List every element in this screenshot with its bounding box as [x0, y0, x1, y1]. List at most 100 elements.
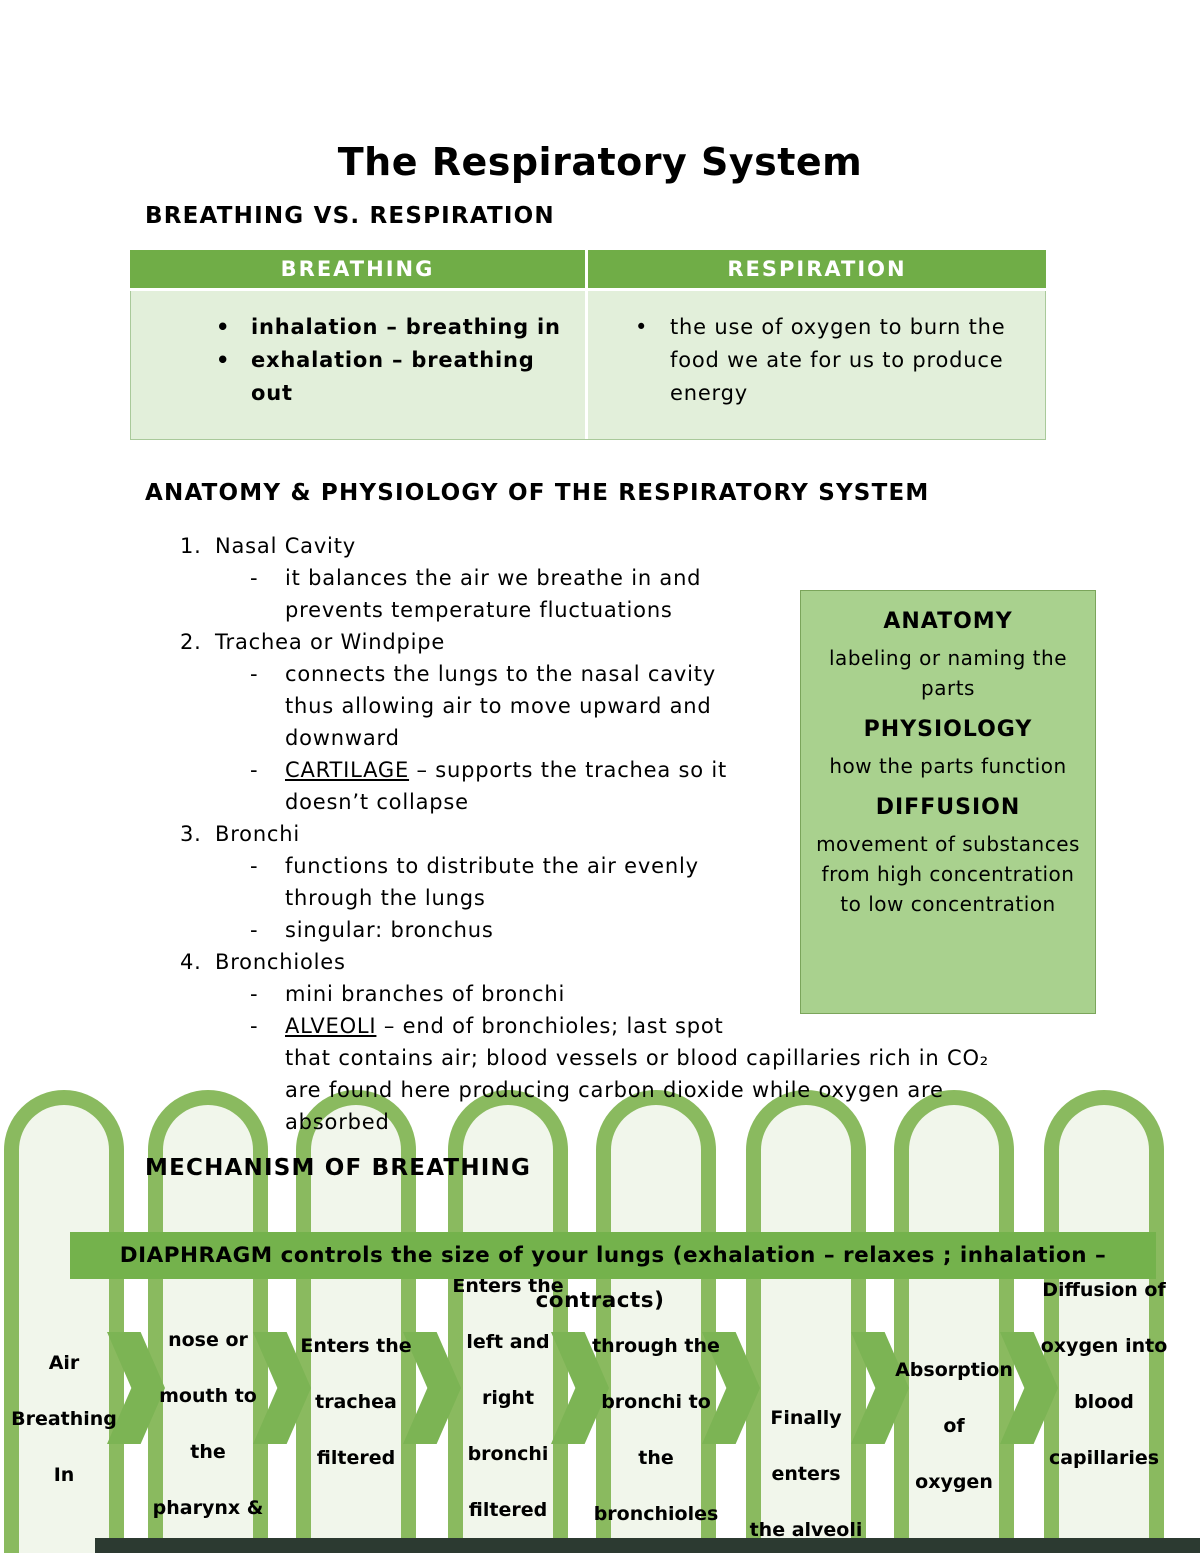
list-number: 3. [180, 822, 202, 846]
flow-step-line: oxygen into [1040, 1335, 1168, 1357]
diaphragm-banner-line2: contracts) [535, 1288, 665, 1313]
flow-step-line: the alveoli [749, 1519, 863, 1541]
bullet-marker: • [216, 348, 231, 372]
flow-step-label: Absorption of oxygen [889, 1342, 1019, 1510]
detail-lead: ALVEOLI [285, 1014, 377, 1038]
flow-step-line: oxygen [915, 1471, 993, 1493]
flow-step-arch [296, 1090, 416, 1553]
list-detail: - mini branches of bronchi [250, 978, 1060, 1010]
table-body-row: • inhalation – breathing in • exhalation… [130, 291, 1046, 440]
detail-text: it balances the air we breathe in and pr… [285, 562, 750, 626]
flow-step-label: through the bronchi to the bronchioles [591, 1318, 721, 1542]
flow-step-label: Enters the trachea filtered [291, 1318, 421, 1486]
list-number: 2. [180, 630, 202, 654]
list-item-trachea: 2. Trachea or Windpipe [180, 626, 1060, 658]
list-term: Bronchi [215, 822, 301, 846]
list-term: Nasal Cavity [215, 534, 356, 558]
list-item-bronchioles: 4. Bronchioles [180, 946, 1060, 978]
flow-step-arch [448, 1090, 568, 1553]
table-cell-respiration: • the use of oxygen to burn the food we … [588, 291, 1045, 439]
dash-marker: - [250, 918, 259, 942]
bullet-marker: • [216, 315, 231, 339]
definitions-box: ANATOMY labeling or naming the parts PHY… [800, 590, 1096, 1014]
flow-step-label: nose or mouth to the pharynx & larynx [143, 1312, 273, 1553]
definition-text-anatomy: labeling or naming the parts [829, 646, 1067, 700]
detail-text: mini branches of bronchi [285, 978, 565, 1010]
list-detail: - ALVEOLI – end of bronchioles; last spo… [250, 1010, 1060, 1138]
list-detail: - connects the lungs to the nasal cavity… [250, 658, 1060, 754]
flow-step-arch [894, 1090, 1014, 1553]
flow-step-line: Diffusion of [1042, 1279, 1166, 1301]
detail-text: functions to distribute the air evenly t… [285, 850, 750, 914]
page-title: The Respiratory System [337, 140, 863, 184]
flow-step-line: Absorption of [895, 1359, 1013, 1437]
flow-step-arch [1044, 1090, 1164, 1553]
dash-marker: - [250, 1014, 259, 1038]
flow-step-line: trachea [315, 1391, 397, 1413]
detail-text: connects the lungs to the nasal cavity t… [285, 658, 750, 754]
list-item: • inhalation – breathing in [216, 311, 585, 344]
heading-mechanism-of-breathing: MECHANISM OF BREATHING [145, 1155, 532, 1181]
detail-text: ALVEOLI – end of bronchioles; last spot … [285, 1010, 1027, 1138]
list-item-text: exhalation – breathing out [251, 348, 535, 405]
definition-term-anatomy: ANATOMY [883, 609, 1013, 634]
page-bottom-bar [95, 1538, 1200, 1553]
list-item-text: inhalation – breathing in [251, 315, 561, 339]
flow-step-line: filtered [468, 1499, 548, 1521]
list-number: 4. [180, 950, 202, 974]
flow-step-line: nose or [168, 1329, 248, 1351]
flow-step-line: bronchi to [601, 1391, 711, 1413]
flow-step-line: bronchioles [593, 1503, 719, 1525]
flow-step-line: filtered [316, 1447, 396, 1469]
list-term: Bronchioles [215, 950, 346, 974]
diaphragm-banner: DIAPHRAGM controls the size of your lung… [70, 1232, 1156, 1279]
detail-text: singular: bronchus [285, 914, 494, 946]
table-header-breathing: BREATHING [130, 250, 588, 288]
flow-step-line: Finally enters [770, 1407, 842, 1485]
flow-step-line: capillaries [1048, 1447, 1160, 1469]
list-detail: - CARTILAGE – supports the trachea so it… [250, 754, 1060, 818]
flow-step-line: pharynx & [152, 1497, 264, 1519]
table-cell-breathing: • inhalation – breathing in • exhalation… [131, 291, 588, 439]
flow-step-line: Air Breathing [11, 1352, 117, 1430]
detail-body: singular: bronchus [285, 918, 494, 942]
flow-step-line: left and right [466, 1331, 550, 1409]
list-detail: - functions to distribute the air evenly… [250, 850, 1060, 914]
dash-marker: - [250, 982, 259, 1006]
flow-step-label: Finally enters the alveoli [741, 1390, 871, 1553]
wrap-spacer [759, 1010, 1027, 1040]
flow-step-arch [596, 1090, 716, 1553]
detail-text: CARTILAGE – supports the trachea so it d… [285, 754, 750, 818]
detail-body: – end of bronchioles; last spot that con… [285, 1014, 990, 1134]
definition-term-diffusion: DIFFUSION [875, 795, 1021, 820]
list-term: Trachea or Windpipe [215, 630, 446, 654]
detail-body: functions to distribute the air evenly t… [285, 854, 699, 910]
definition-text-physiology: how the parts function [829, 754, 1067, 778]
flow-step-line: blood [1074, 1391, 1134, 1413]
list-detail: - it balances the air we breathe in and … [250, 562, 1060, 626]
flow-step-label: Diffusion of oxygen into blood capillari… [1039, 1262, 1169, 1486]
list-item-nasal-cavity: 1. Nasal Cavity [180, 530, 1060, 562]
definition-term-physiology: PHYSIOLOGY [863, 717, 1033, 742]
definition-text-diffusion: movement of substances from high concent… [816, 832, 1080, 916]
heading-anatomy-physiology: ANATOMY & PHYSIOLOGY OF THE RESPIRATORY … [145, 480, 930, 506]
table-header-respiration: RESPIRATION [588, 250, 1046, 288]
bullet-marker: • [635, 315, 649, 339]
list-detail: - singular: bronchus [250, 914, 1060, 946]
detail-body: connects the lungs to the nasal cavity t… [285, 662, 716, 750]
dash-marker: - [250, 758, 259, 782]
dash-marker: - [250, 662, 259, 686]
flow-step-label: Air Breathing In [0, 1335, 129, 1503]
detail-body: it balances the air we breathe in and pr… [285, 566, 702, 622]
flow-step-label: Enters the left and right bronchi filter… [443, 1258, 573, 1538]
flow-step-line: the [638, 1447, 674, 1469]
detail-body: – supports the trachea so it doesn’t col… [285, 758, 728, 814]
list-item-text: the use of oxygen to burn the food we at… [670, 315, 1006, 405]
table-header-row: BREATHING RESPIRATION [130, 250, 1046, 291]
breathing-respiration-table: BREATHING RESPIRATION • inhalation – bre… [130, 250, 1046, 440]
dash-marker: - [250, 854, 259, 878]
flow-step-line: Enters the [300, 1335, 412, 1357]
flow-step-line: mouth to the [159, 1385, 257, 1463]
detail-body: mini branches of bronchi [285, 982, 566, 1006]
